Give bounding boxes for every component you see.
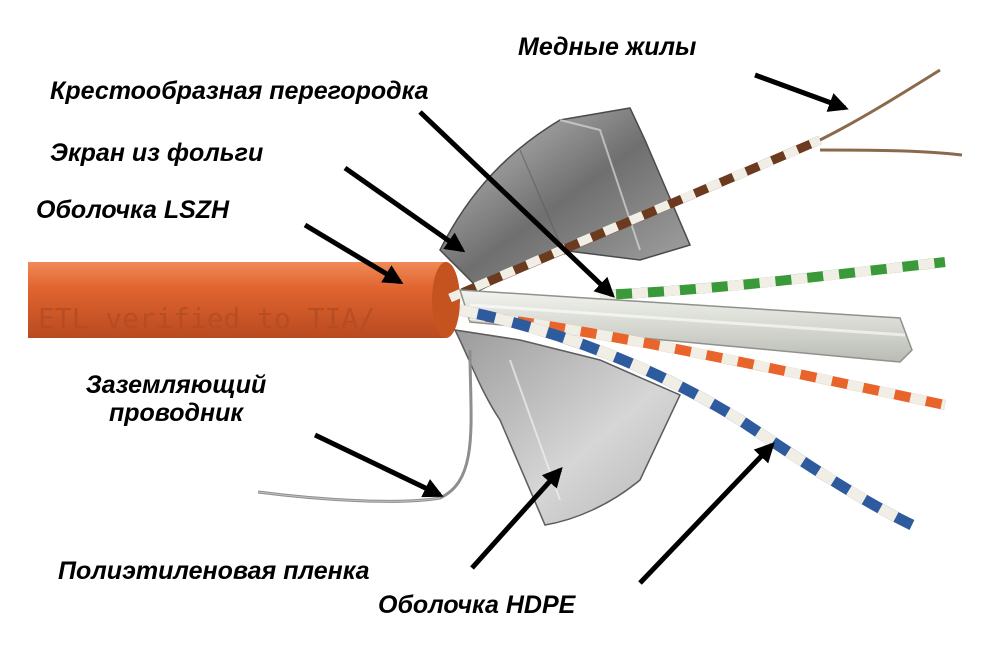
arrow-pe-film bbox=[470, 467, 563, 570]
arrow-ground-wire bbox=[313, 432, 444, 498]
arrow-copper-cores bbox=[754, 72, 849, 112]
label-hdpe-sheath: Оболочка HDPE bbox=[378, 591, 576, 619]
sheath-print-text: ETL verified to TIA/ bbox=[38, 302, 375, 335]
arrow-cross-divider bbox=[418, 110, 615, 298]
lszh-sheath: ETL verified to TIA/ bbox=[28, 262, 460, 338]
polyethylene-film bbox=[453, 329, 682, 526]
foil-screen bbox=[439, 107, 692, 291]
arrow-hdpe-sheath bbox=[638, 442, 775, 585]
label-ground-wire: Заземляющий проводник bbox=[42, 371, 310, 427]
arrow-lszh-sheath bbox=[303, 222, 404, 285]
pair-brown bbox=[448, 135, 822, 303]
arrow-foil-screen bbox=[343, 165, 466, 253]
label-lszh-sheath: Оболочка LSZH bbox=[36, 196, 230, 224]
ground-wire bbox=[257, 349, 473, 503]
pair-green bbox=[599, 257, 946, 300]
pair-blue bbox=[458, 304, 915, 530]
label-pe-film: Полиэтиленовая пленка bbox=[58, 557, 370, 585]
label-foil-screen: Экран из фольги bbox=[50, 139, 264, 167]
label-copper-cores: Медные жилы bbox=[518, 33, 697, 61]
callout-arrows bbox=[303, 72, 849, 585]
copper-cores bbox=[819, 68, 963, 157]
label-ground-wire-line1: Заземляющий bbox=[85, 371, 267, 399]
label-ground-wire-line2: проводник bbox=[108, 398, 244, 427]
label-cross-divider: Крестообразная перегородка bbox=[50, 77, 429, 105]
